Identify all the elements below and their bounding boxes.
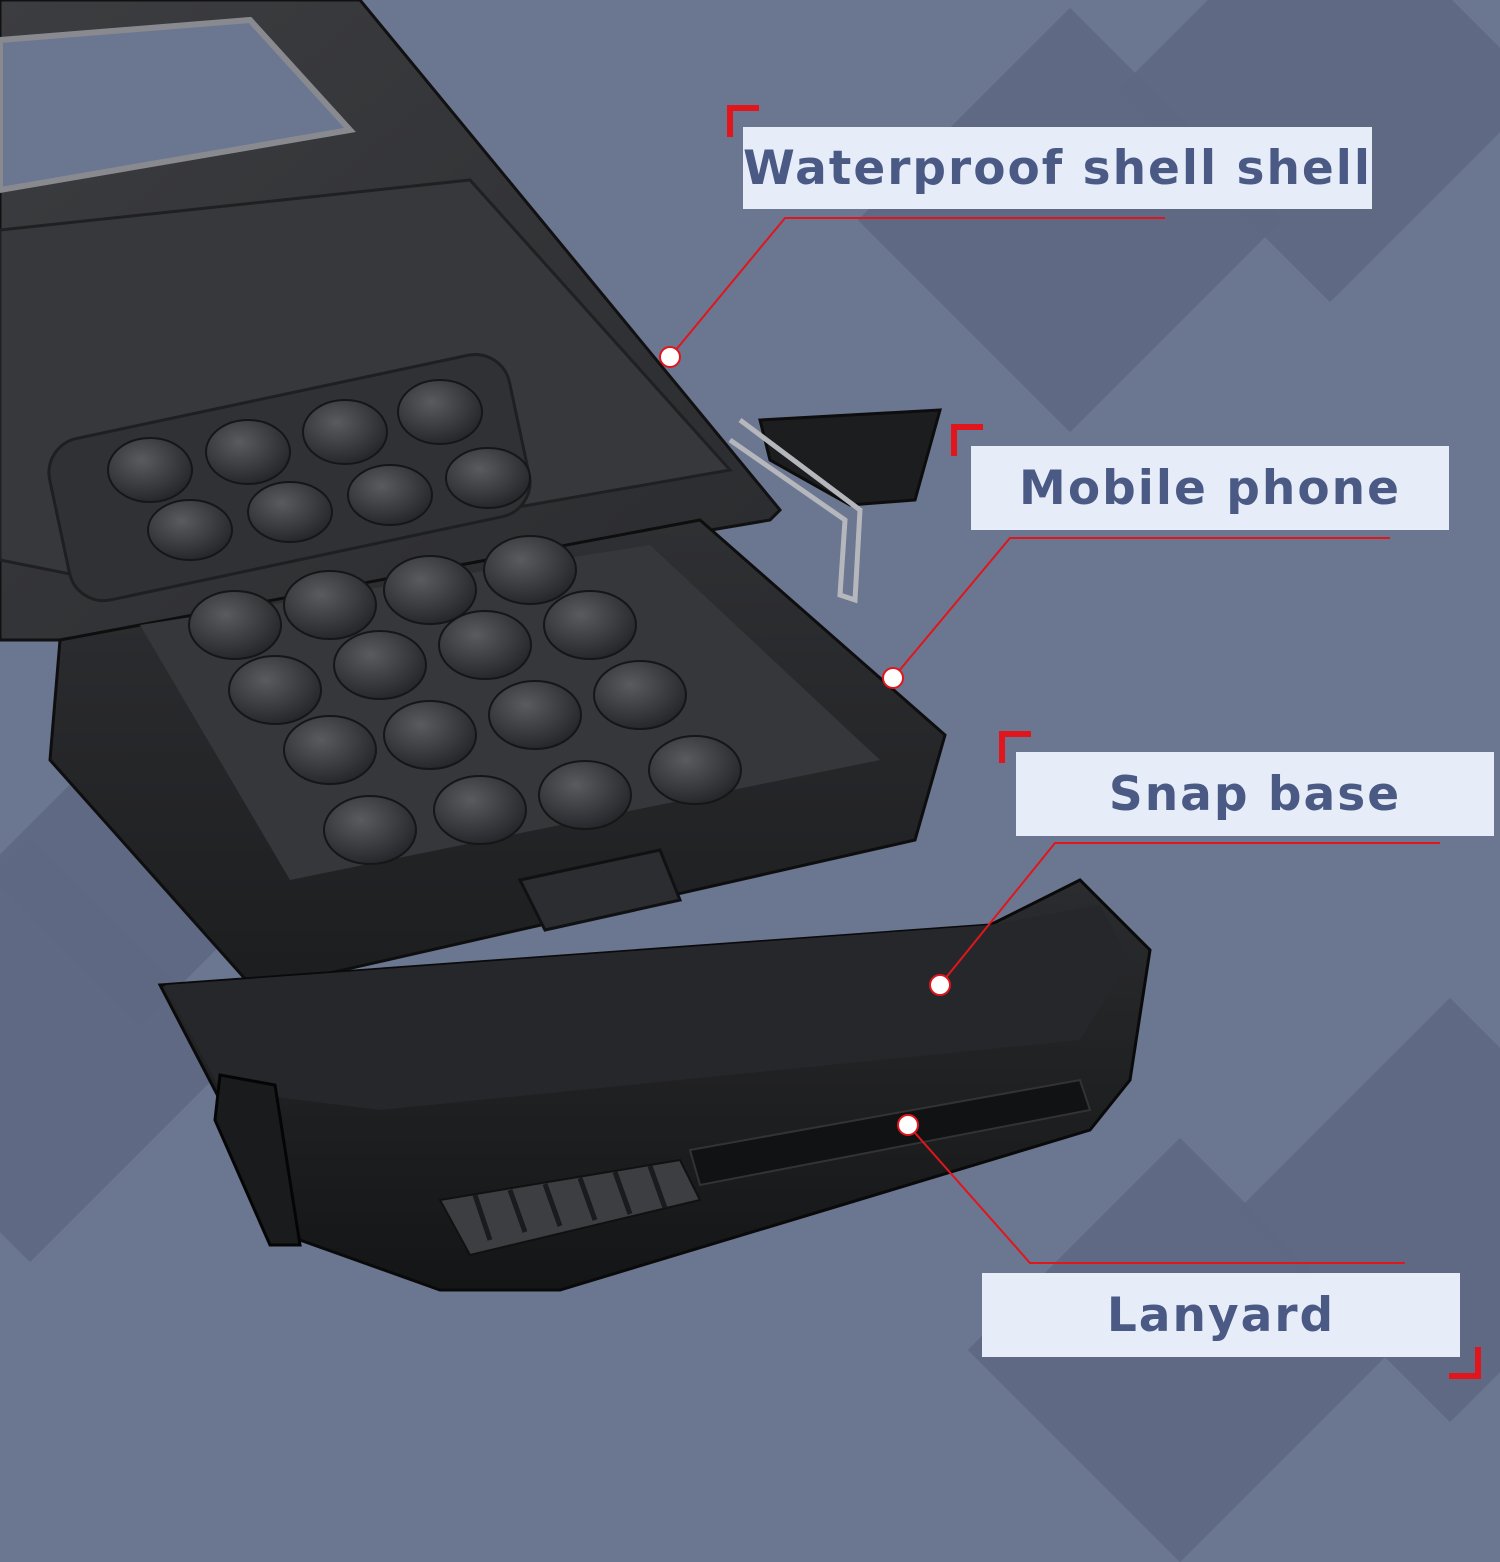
suction-cups xyxy=(107,379,742,865)
suction-cup xyxy=(333,630,427,700)
suction-cup xyxy=(147,499,233,561)
base-grip xyxy=(438,1158,702,1257)
tray-tab xyxy=(517,848,683,932)
suction-cup xyxy=(488,680,582,750)
suction-cup xyxy=(433,775,527,845)
snap-base-top xyxy=(165,905,1130,1110)
suction-cup xyxy=(283,715,377,785)
suction-cup xyxy=(228,655,322,725)
label-lanyard-text: Lanyard xyxy=(1106,1287,1336,1343)
corner-bracket xyxy=(999,731,1031,763)
shell-latch xyxy=(758,408,943,507)
corner-bracket xyxy=(727,105,759,137)
label-waterproof-shell: Waterproof shell shell xyxy=(743,127,1372,209)
suction-cup xyxy=(302,399,388,465)
label-snap-base: Snap base xyxy=(1016,752,1494,836)
suction-cup xyxy=(593,660,687,730)
suction-cup xyxy=(347,464,433,526)
suction-cup xyxy=(438,610,532,680)
base-lanyard-slot xyxy=(688,1078,1092,1187)
suction-cup xyxy=(107,437,193,503)
corner-bracket xyxy=(1449,1347,1481,1379)
suction-cup xyxy=(383,700,477,770)
suction-cup xyxy=(205,419,291,485)
suction-cup xyxy=(188,590,282,660)
suction-cup xyxy=(445,447,531,509)
suction-cup xyxy=(247,481,333,543)
suction-cup xyxy=(383,555,477,625)
label-mobile-phone: Mobile phone xyxy=(971,446,1449,530)
label-lanyard: Lanyard xyxy=(982,1273,1460,1357)
product-photo xyxy=(0,0,1152,1292)
suction-cup xyxy=(283,570,377,640)
shell-wire xyxy=(728,418,863,604)
corner-bracket xyxy=(951,424,983,456)
base-clip-left xyxy=(213,1073,302,1247)
suction-cup xyxy=(483,535,577,605)
label-waterproof-shell-text: Waterproof shell shell xyxy=(742,140,1373,196)
label-snap-base-text: Snap base xyxy=(1108,766,1402,822)
label-mobile-phone-text: Mobile phone xyxy=(1019,460,1401,516)
grip-ridges xyxy=(472,1165,668,1241)
suction-cup xyxy=(648,735,742,805)
suction-cup xyxy=(323,795,417,865)
suction-cup xyxy=(397,379,483,445)
suction-cup xyxy=(543,590,637,660)
suction-cup xyxy=(538,760,632,830)
shell-window xyxy=(0,16,356,194)
